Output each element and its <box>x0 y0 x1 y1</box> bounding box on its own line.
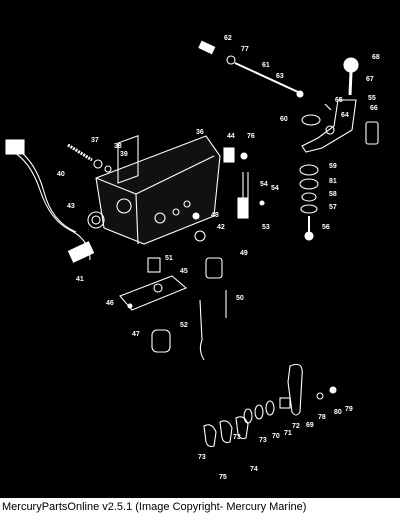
callout-label: 73 <box>198 454 206 461</box>
callout-label: 65 <box>335 97 343 104</box>
callout-label: 73 <box>259 437 267 444</box>
callout-label: 53 <box>262 224 270 231</box>
callout-label: 80 <box>334 409 342 416</box>
callout-label: 67 <box>366 76 374 83</box>
callout-label: 81 <box>329 178 337 185</box>
callout-label: 54 <box>271 185 279 192</box>
callout-label: 68 <box>372 54 380 61</box>
parts-diagram: 62 77 61 63 68 67 55 65 64 66 60 59 81 5… <box>5 35 380 481</box>
callout-label: 48 <box>211 212 219 219</box>
callout-label: 45 <box>180 268 188 275</box>
callout-label: 46 <box>106 300 114 307</box>
callout-label: 59 <box>329 163 337 170</box>
callout-label: 41 <box>76 276 84 283</box>
callout-label: 52 <box>180 322 188 329</box>
callout-label: 62 <box>224 35 232 42</box>
callout-label: 69 <box>306 422 314 429</box>
callout-label: 36 <box>196 129 204 136</box>
callout-label: 43 <box>67 203 75 210</box>
callout-label: 76 <box>247 133 255 140</box>
callout-label: 71 <box>284 430 292 437</box>
callout-label: 44 <box>227 133 235 140</box>
callout-label: 51 <box>165 255 173 262</box>
callout-label: 37 <box>91 137 99 144</box>
callout-label: 74 <box>250 466 258 473</box>
callout-label: 63 <box>276 73 284 80</box>
callout-label: 60 <box>280 116 288 123</box>
callout-labels: 62 77 61 63 68 67 55 65 64 66 60 59 81 5… <box>57 35 380 481</box>
copyright-caption: MercuryPartsOnline v2.5.1 (Image Copyrig… <box>0 498 400 516</box>
callout-label: 39 <box>120 151 128 158</box>
callout-label: 56 <box>322 224 330 231</box>
parts-artwork <box>5 40 379 448</box>
callout-label: 54 <box>260 181 268 188</box>
callout-label: 70 <box>272 433 280 440</box>
callout-label: 72 <box>292 423 300 430</box>
callout-label: 66 <box>370 105 378 112</box>
callout-label: 49 <box>240 250 248 257</box>
callout-label: 42 <box>217 224 225 231</box>
callout-label: 73 <box>233 434 241 441</box>
callout-label: 79 <box>345 406 353 413</box>
callout-label: 38 <box>114 143 122 150</box>
callout-label: 47 <box>132 331 140 338</box>
callout-label: 77 <box>241 46 249 53</box>
callout-label: 50 <box>236 295 244 302</box>
callout-label: 78 <box>318 414 326 421</box>
callout-label: 40 <box>57 171 65 178</box>
callout-label: 64 <box>341 112 349 119</box>
callout-label: 61 <box>262 62 270 69</box>
callout-label: 75 <box>219 474 227 481</box>
callout-label: 57 <box>329 204 337 211</box>
callout-label: 58 <box>329 191 337 198</box>
callout-label: 55 <box>368 95 376 102</box>
